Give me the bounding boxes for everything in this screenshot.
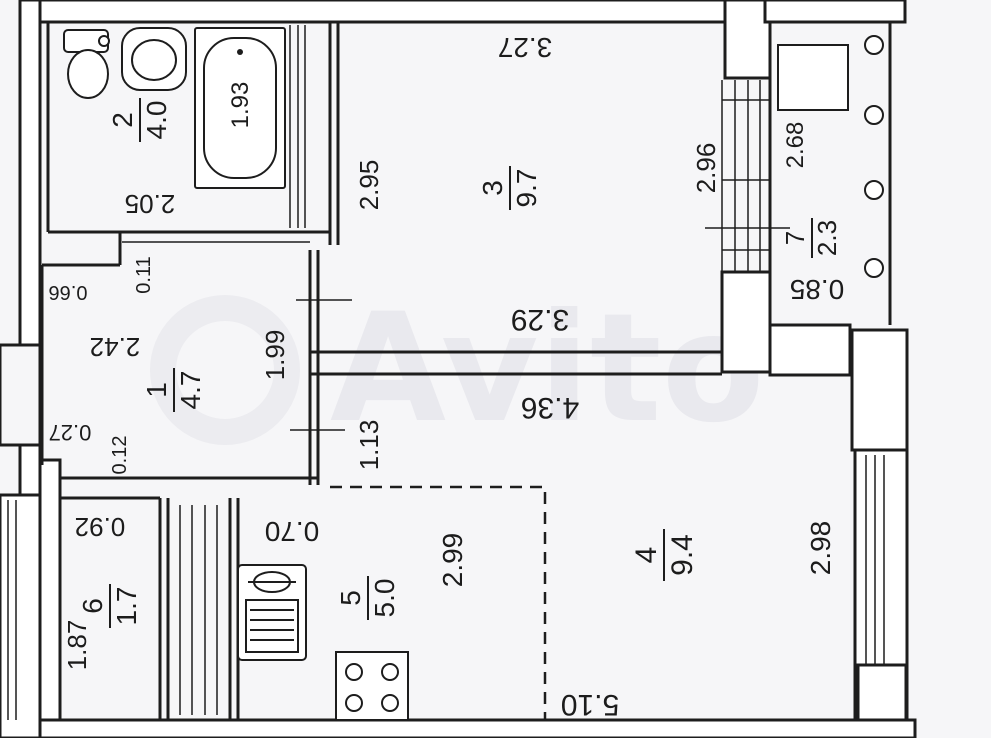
wall-left-notch [0,343,42,447]
room-7-label: 7 2.3 [780,218,842,258]
wall-top [38,0,727,24]
dim-0-92: 0.92 [75,512,126,542]
dim-0-66: 0.66 [49,281,88,303]
wall-left-mid [18,443,42,497]
dim-0-85: 0.85 [790,274,845,305]
dim-2-96: 2.96 [691,143,721,194]
room-7-area: 2.3 [812,220,842,256]
dim-3-29: 3.29 [511,303,569,336]
dim-0-11: 0.11 [133,256,155,293]
room-5-number: 5 [335,590,366,606]
wall-right-bump [850,328,909,452]
dim-3-27: 3.27 [498,32,553,63]
wall-right-column [720,270,772,374]
dimension-labels: 3.27 2.05 0.66 2.42 3.29 0.85 0.27 4.36 … [49,32,845,721]
dim-2-99: 2.99 [437,533,468,588]
window-right [856,455,908,722]
room-4-label: 4 9.4 [630,529,699,581]
wall-bottom [38,718,917,738]
wall-left-upper [18,0,42,347]
loggia-fixtures [777,35,884,278]
room-3-label: 3 9.7 [477,166,542,210]
room-2-number: 2 [107,112,138,128]
wall-top-right-column [723,0,772,80]
dim-1-99: 1.99 [260,330,290,381]
dim-0-70: 0.70 [265,516,320,547]
bathtub-dimension: 1.93 [227,82,254,129]
room-5-area: 5.0 [369,579,400,618]
partitions [40,22,892,720]
room-3-number: 3 [477,180,508,196]
room-1-area: 4.7 [175,371,206,410]
dim-2-98: 2.98 [805,521,836,576]
walls [0,0,917,738]
kitchen-sink-icon [237,564,307,661]
dim-1-13: 1.13 [354,420,384,471]
watermark-text: Avito [330,282,765,456]
sink-icon [121,27,187,91]
room-5-label: 5 5.0 [335,576,400,620]
wall-right-pier [768,323,852,377]
room-4-number: 4 [630,547,663,564]
room-1-label: 1 4.7 [141,368,206,412]
dim-0-12: 0.12 [109,436,131,475]
room-2-label: 2 4.0 [107,98,172,142]
room-6-area: 1.7 [111,587,142,626]
wall-left-lower [38,458,62,738]
room-6-number: 6 [77,598,108,614]
room-1-number: 1 [141,382,172,398]
room-7-number: 7 [780,231,810,245]
door-openings [290,80,790,431]
room-6-shelf [179,505,218,715]
dim-5-10: 5.10 [561,688,619,721]
wall-left-window [0,493,42,738]
window-left [7,500,17,720]
watermark: Avito [150,282,765,456]
kitchen-zone-boundary [330,485,547,720]
room-2-area: 4.0 [141,101,172,140]
dim-1-87: 1.87 [62,620,92,671]
room-3-area: 9.7 [511,169,542,208]
room-4-area: 9.4 [666,534,699,576]
dim-2-42: 2.42 [90,332,141,362]
toilet-icon [63,29,110,99]
dim-4-36: 4.36 [521,391,579,424]
bath-partition-lines [122,25,310,243]
dim-2-68: 2.68 [782,122,809,169]
room-6-label: 6 1.7 [77,584,142,628]
dim-2-95: 2.95 [354,160,384,211]
dim-0-27: 0.27 [49,420,92,445]
dim-2-05: 2.05 [125,189,176,219]
stove-icon [335,651,409,721]
wall-loggia-top [763,0,907,24]
bathtub-icon: 1.93 [194,27,286,189]
